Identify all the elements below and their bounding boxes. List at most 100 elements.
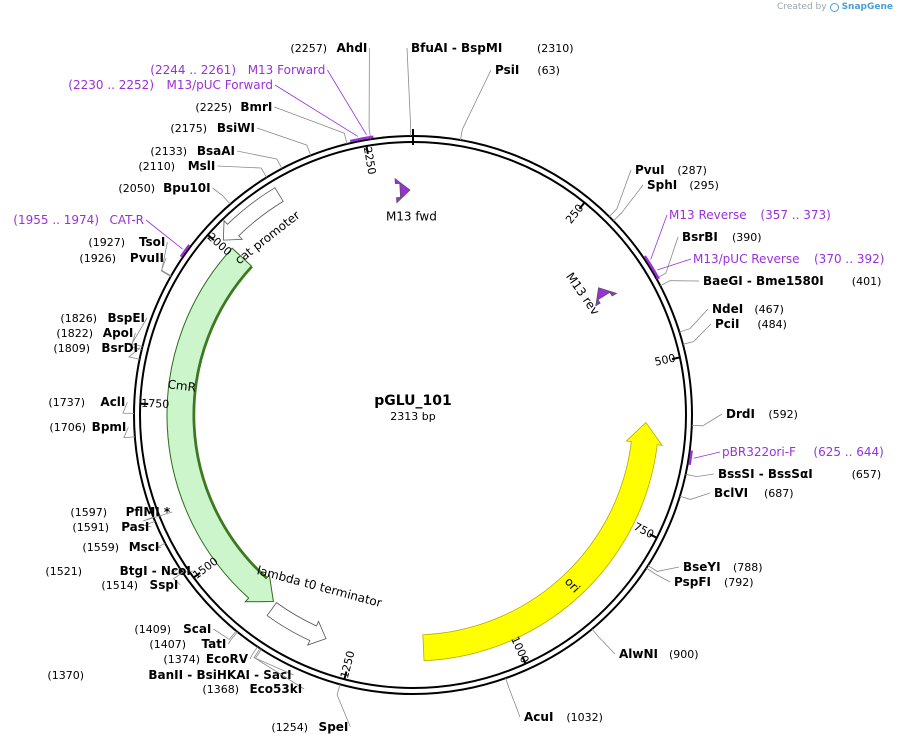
primer-cat-r[interactable]: CAT-R(1955 .. 1974) [13,213,183,250]
feature-arrow-m13-rev[interactable] [595,287,618,307]
enzyme-site-msci[interactable]: MscI(1559) [82,540,159,554]
primer-range: (357 .. 373) [760,208,830,222]
enzyme-position: (401) [852,275,882,288]
enzyme-site-eco53ki[interactable]: Eco53kI(1368) [202,682,302,696]
enzyme-site-btgi[interactable]: BtgI - NcoI(1521) [45,564,190,578]
enzyme-site-pasi[interactable]: PasI(1591) [72,520,149,534]
primer-m13-forward[interactable]: M13 Forward(2244 .. 2261) [150,63,367,136]
enzyme-leader-pflmi [142,511,173,522]
enzyme-site-scai[interactable]: ScaI(1409) [134,622,211,636]
enzyme-name: SpeI [319,720,349,734]
enzyme-site-baegi[interactable]: BaeGI - Bme1580I(401) [703,274,881,288]
enzyme-site-acli[interactable]: AclI(1737) [48,395,125,409]
enzyme-site-msli[interactable]: MslI(2110) [138,159,215,173]
enzyme-site-tsoi[interactable]: TsoI(1927) [88,235,165,249]
enzyme-site-pvui[interactable]: PvuI(287) [635,163,707,177]
enzyme-position: (2110) [138,160,175,173]
enzyme-site-sspi[interactable]: SspI(1514) [101,578,178,592]
enzyme-site-pcii[interactable]: PciI(484) [715,317,787,331]
enzyme-site-psii[interactable]: PsiI(63) [495,63,560,77]
enzyme-site-bfuai[interactable]: BfuAI - BspMI(2310) [411,41,574,55]
primer-pbr322ori-f[interactable]: pBR322ori-F(625 .. 644) [693,445,884,459]
enzyme-leader-bsssi [685,473,715,478]
feature-arrow-lambda-t0-terminator[interactable] [266,602,327,646]
enzyme-site-bsrdi[interactable]: BsrDI(1809) [53,341,138,355]
primer-arc-m13-puc-reverse [649,263,660,280]
enzyme-name: BseYI [683,560,721,574]
enzyme-site-pspfi[interactable]: PspFI(792) [674,575,754,589]
primer-range: (2230 .. 2252) [68,78,154,92]
enzyme-site-bsaai[interactable]: BsaAI (2133) [150,144,235,158]
enzyme-site-ecorv[interactable]: EcoRV(1374) [163,652,248,666]
enzyme-site-bclvi[interactable]: BclVI(687) [714,486,794,500]
tick-mark [578,201,586,210]
enzyme-site-spei[interactable]: SpeI(1254) [271,720,348,734]
feature-arrow-ori[interactable] [422,421,664,662]
enzyme-position: (687) [764,487,794,500]
enzyme-site-ahdi[interactable]: AhdI(2257) [290,41,367,55]
enzyme-site-acui[interactable]: AcuI(1032) [524,710,603,724]
enzyme-site-bseyi[interactable]: BseYI(788) [683,560,763,574]
enzyme-leader-bclvi [679,492,711,500]
plasmid-length: 2313 bp [390,410,435,423]
enzyme-position: (287) [677,164,707,177]
feature-label-lambda-t0-terminator: lambda t0 terminator [255,563,383,610]
enzyme-name: BpmI [92,420,127,434]
enzyme-leader-msli [217,165,268,178]
enzyme-leader-bpu10i [212,187,231,205]
enzyme-site-bsrbi[interactable]: BsrBI(390) [682,230,762,244]
primer-leader [650,214,668,260]
enzyme-leader-tati [228,631,238,645]
enzyme-name: BanII - BsiHKAI - SacI [148,668,291,682]
enzyme-position: (2050) [118,182,155,195]
enzyme-name: PsiI [495,63,519,77]
feature-label-cmr: CmR [167,377,197,394]
enzyme-name: BsaAI [197,144,235,158]
primer-range: (1955 .. 1974) [13,213,99,227]
primer-leader [274,84,359,137]
enzyme-site-tati[interactable]: TatI(1407) [149,637,226,651]
feature-arrow-cat-promoter[interactable] [222,187,284,241]
snapgene-brand: Created by SnapGene [777,2,893,12]
enzyme-site-alwni[interactable]: AlwNI(900) [619,647,699,661]
enzyme-name: BspEI [107,311,145,325]
enzyme-site-bspei[interactable]: BspEI(1826) [60,311,145,325]
enzyme-site-bpmi[interactable]: BpmI(1706) [49,420,126,434]
primer-m13-puc-forward[interactable]: M13/pUC Forward (2230 .. 2252) [68,78,359,137]
enzyme-name: PciI [715,317,740,331]
enzyme-position: (390) [732,231,762,244]
enzyme-position: (1368) [202,683,239,696]
tick-label: 1000 [508,634,531,665]
enzyme-site-apoi[interactable]: ApoI(1822) [56,326,133,340]
primer-name: M13/pUC Forward [166,78,273,92]
cmr-edge-line [192,265,268,579]
enzyme-name: AcuI [524,710,553,724]
enzyme-site-pflmi[interactable]: PflMI *(1597) [70,505,170,519]
enzyme-leader-bsiwi [256,127,312,156]
feature-arrow-m13-fwd[interactable] [394,177,411,204]
enzyme-site-bmri[interactable]: BmrI(2225) [195,100,272,114]
primer-m13-puc-reverse[interactable]: M13/pUC Reverse(370 .. 392) [657,252,884,271]
enzyme-site-drdi[interactable]: DrdI(592) [726,407,798,421]
enzyme-site-banii[interactable]: BanII - BsiHKAI - SacI(1370) [47,668,291,682]
enzyme-site-ndei[interactable]: NdeI(467) [712,302,784,316]
enzyme-site-bpu10i[interactable]: Bpu10I(2050) [118,181,210,195]
enzyme-position: (1926) [79,252,116,265]
enzyme-leader-bsaai [236,150,283,169]
enzyme-site-sphi[interactable]: SphI(295) [647,178,719,192]
enzyme-site-bsiwi[interactable]: BsiWI(2175) [170,121,255,135]
enzyme-leader-drdi [691,413,723,427]
enzyme-name: BsrDI [101,341,138,355]
enzyme-name: BfuAI - BspMI [411,41,502,55]
enzyme-position: (467) [754,303,784,316]
enzyme-site-pvuii[interactable]: PvuII(1926) [79,251,164,265]
feature-arrow-cmr[interactable] [166,247,274,603]
primer-m13-reverse[interactable]: M13 Reverse(357 .. 373) [650,208,831,260]
enzyme-site-bsssi[interactable]: BssSI - BssSαI(657) [718,467,881,481]
enzyme-position: (792) [724,576,754,589]
enzyme-position: (2133) [150,145,187,158]
enzyme-leader-banii [253,648,294,676]
enzyme-name: AlwNI [619,647,658,661]
enzyme-name: AhdI [337,41,368,55]
enzyme-leader-alwni [591,628,616,655]
